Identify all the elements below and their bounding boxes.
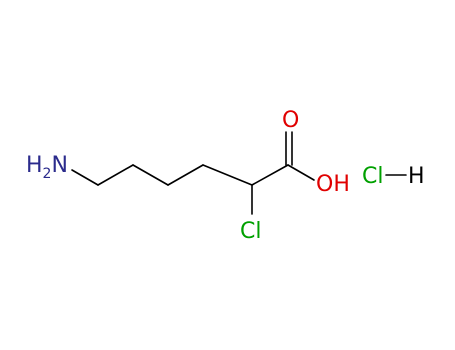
hcl-hydrogen-label: H — [408, 164, 425, 189]
hydroxyl-label: OH — [316, 172, 350, 197]
bonds — [71, 131, 407, 215]
bond-c2-c1 — [251, 164, 289, 186]
amine-label: H2N — [26, 153, 68, 182]
bond-c5-c4 — [132, 164, 169, 186]
amine-h: H — [26, 153, 43, 178]
bond-c3-c2 — [202, 164, 253, 186]
bond-c6-c5 — [97, 164, 134, 186]
bond-c4-c3 — [167, 164, 204, 186]
carbonyl-oxygen-label: O — [282, 108, 299, 133]
atom-labels: H2N O OH Cl Cl H — [26, 108, 425, 244]
bond-n-c6 — [71, 169, 99, 186]
amine-n: N — [51, 153, 67, 178]
amine-subscript: 2 — [43, 166, 52, 182]
bond-c1-oh — [287, 164, 315, 181]
hcl-chlorine-label: Cl — [362, 164, 383, 189]
chlorine-substituent-label: Cl — [240, 219, 261, 244]
